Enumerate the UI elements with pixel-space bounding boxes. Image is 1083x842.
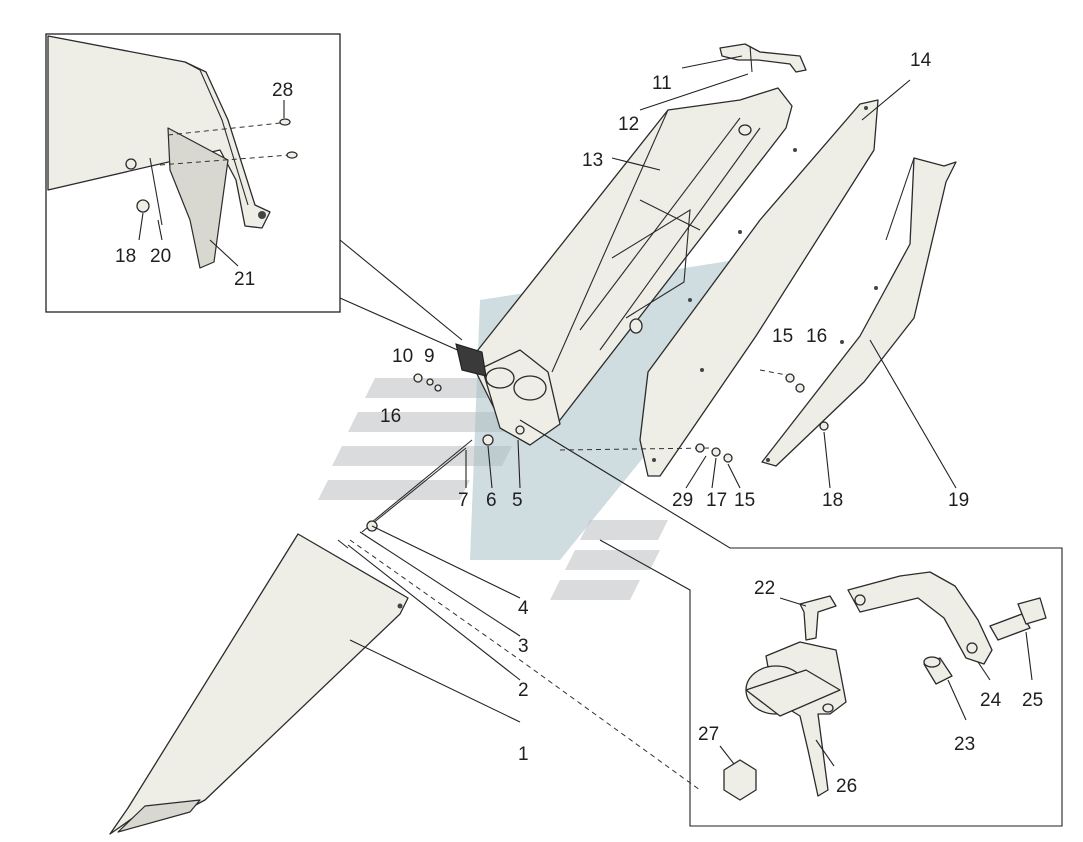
part-25-bolt xyxy=(989,613,1031,641)
callout-4: 4 xyxy=(518,598,529,619)
callout-10: 10 xyxy=(392,346,413,367)
callout-21: 21 xyxy=(234,269,255,290)
callout-15-right: 15 xyxy=(772,326,793,347)
part-3-rod xyxy=(371,439,473,523)
inset-divider-body xyxy=(47,35,271,229)
callout-17: 17 xyxy=(706,490,727,511)
part-18-nut xyxy=(136,199,150,213)
callout-2: 2 xyxy=(518,680,529,701)
callout-16-right: 16 xyxy=(806,326,827,347)
part-22-pin xyxy=(799,595,837,641)
callout-12: 12 xyxy=(618,114,639,135)
callout-26: 26 xyxy=(836,776,857,797)
callout-11: 11 xyxy=(652,73,672,94)
callout-29: 29 xyxy=(672,490,693,511)
callout-7: 7 xyxy=(458,490,469,511)
callout-18-inset: 18 xyxy=(115,246,136,267)
part-26-hub-plate xyxy=(765,641,847,797)
part-16-washer xyxy=(434,384,442,392)
callout-23: 23 xyxy=(954,734,975,755)
callout-22: 22 xyxy=(754,578,775,599)
callout-24: 24 xyxy=(980,690,1002,711)
part-12-pin xyxy=(749,45,753,73)
callout-28: 28 xyxy=(272,80,293,101)
inset-top-left-frame xyxy=(45,33,341,313)
part-20-stud xyxy=(149,157,163,226)
part-19-outer-sheet xyxy=(761,157,957,467)
callout-15: 15 xyxy=(734,490,755,511)
part-14-side-panel xyxy=(639,99,879,477)
dark-plate xyxy=(455,343,487,377)
callout-25: 25 xyxy=(1022,690,1043,711)
callout-9: 9 xyxy=(424,346,435,367)
callout-6: 6 xyxy=(486,490,497,511)
part-28-bolts xyxy=(159,118,298,166)
callout-27: 27 xyxy=(698,724,719,745)
callout-18: 18 xyxy=(822,490,843,511)
callout-3: 3 xyxy=(518,636,529,657)
inset-top-left xyxy=(45,33,463,353)
callout-16-left: 16 xyxy=(380,406,401,427)
part-21-plate xyxy=(167,127,229,269)
callout-1: 1 xyxy=(518,744,529,765)
part-27-nut xyxy=(723,759,757,801)
part-2-clip xyxy=(337,539,349,549)
part-9-washer xyxy=(426,378,434,386)
part-1-divider-cone xyxy=(109,533,409,835)
callout-5: 5 xyxy=(512,490,523,511)
callout-14: 14 xyxy=(910,50,932,71)
callout-13: 13 xyxy=(582,150,603,171)
callout-20: 20 xyxy=(150,246,171,267)
main-assembly xyxy=(109,43,1063,835)
part-11-handle xyxy=(719,43,807,73)
inset-bottom-right xyxy=(719,571,1047,801)
callout-labels: 28 18 20 21 11 12 13 14 10 9 16 15 16 7 … xyxy=(115,50,1043,797)
part-24-arm xyxy=(847,571,993,665)
callout-19: 19 xyxy=(948,490,969,511)
part-10-bolt xyxy=(413,373,423,383)
